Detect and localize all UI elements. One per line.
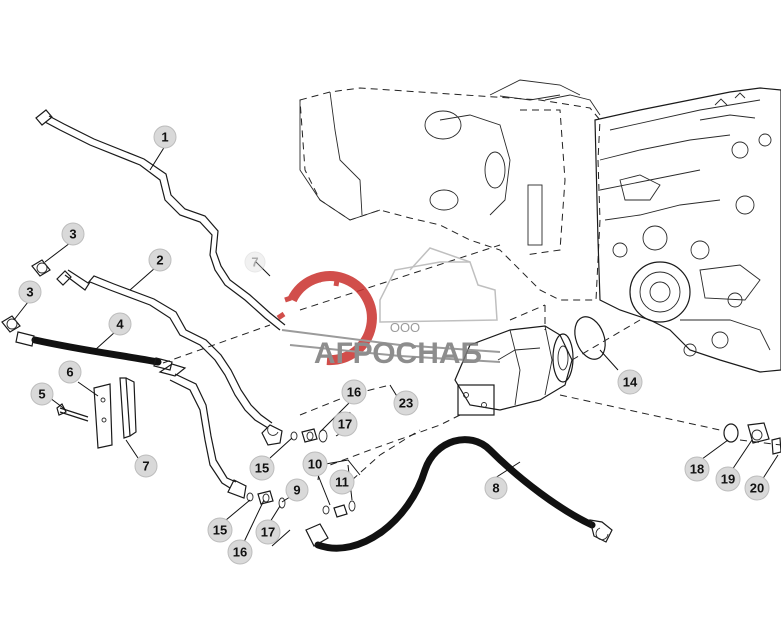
- leader-lines: [13, 145, 779, 547]
- callout-14-label: 14: [623, 375, 638, 390]
- small-seals-and-nuts: [246, 428, 356, 518]
- callout-18: 18: [684, 456, 710, 482]
- bracket-assembly: [56, 377, 137, 449]
- callout-10: 10: [302, 451, 328, 477]
- callout-7a: 7: [134, 454, 158, 478]
- callout-5-label: 5: [38, 387, 45, 402]
- hydraulic-tube-1: [35, 109, 286, 331]
- callout-3b-label: 3: [26, 285, 33, 300]
- callout-19-label: 19: [721, 472, 735, 487]
- callout-8: 8: [484, 476, 508, 500]
- callout-7b: 7: [244, 251, 266, 273]
- callout-23: 23: [393, 390, 419, 416]
- callout-15b-label: 15: [213, 523, 227, 538]
- agrosnab-watermark-logo: ООО АГРОСНАБ: [276, 247, 501, 370]
- callout-4-label: 4: [116, 317, 124, 332]
- hose-4: [15, 331, 173, 371]
- watermark-prefix: ООО: [390, 320, 420, 335]
- hydraulic-tube-7: [158, 363, 247, 499]
- callout-2: 2: [148, 248, 172, 272]
- callout-16a-label: 16: [347, 385, 361, 400]
- callout-4: 4: [108, 312, 132, 336]
- callout-5: 5: [30, 382, 54, 406]
- callout-23-label: 23: [399, 396, 413, 411]
- callout-17b: 17: [255, 519, 281, 545]
- callout-14: 14: [617, 369, 643, 395]
- fitting-3: [1, 259, 51, 333]
- callout-11: 11: [329, 469, 355, 495]
- callout-11-label: 11: [335, 475, 349, 490]
- callout-2-label: 2: [156, 253, 163, 268]
- assembly-lines: [162, 244, 781, 481]
- callout-7b-label: 7: [251, 255, 258, 270]
- callout-3b: 3: [18, 280, 42, 304]
- callout-10-label: 10: [308, 457, 322, 472]
- callout-7a-label: 7: [142, 459, 149, 474]
- callout-9-label: 9: [293, 483, 300, 498]
- watermark-company-name: АГРОСНАБ: [314, 337, 482, 370]
- hose-8: [305, 436, 613, 552]
- callout-19: 19: [715, 466, 741, 492]
- callout-16b: 16: [227, 539, 253, 565]
- callout-6-label: 6: [66, 365, 73, 380]
- callout-18-label: 18: [690, 462, 704, 477]
- callout-17b-label: 17: [261, 525, 275, 540]
- callout-16b-label: 16: [233, 545, 247, 560]
- callout-8-label: 8: [492, 481, 499, 496]
- callout-15a-label: 15: [255, 461, 269, 476]
- flange-parts: [723, 422, 781, 455]
- callout-20: 20: [744, 475, 770, 501]
- transmission-housing: [299, 79, 781, 373]
- callout-16a: 16: [341, 379, 367, 405]
- hydraulic-tube-2: [56, 269, 283, 446]
- o-ring-seal: [574, 316, 606, 360]
- callout-17a-label: 17: [338, 417, 352, 432]
- callout-6: 6: [58, 360, 82, 384]
- callout-15a: 15: [249, 455, 275, 481]
- callout-1-label: 1: [161, 130, 168, 145]
- callout-1: 1: [153, 125, 177, 149]
- callout-15b: 15: [207, 517, 233, 543]
- callout-3a: 3: [61, 222, 85, 246]
- callout-17a: 17: [332, 411, 358, 437]
- callout-9: 9: [285, 478, 309, 502]
- callout-3a-label: 3: [69, 227, 76, 242]
- callout-20-label: 20: [750, 481, 764, 496]
